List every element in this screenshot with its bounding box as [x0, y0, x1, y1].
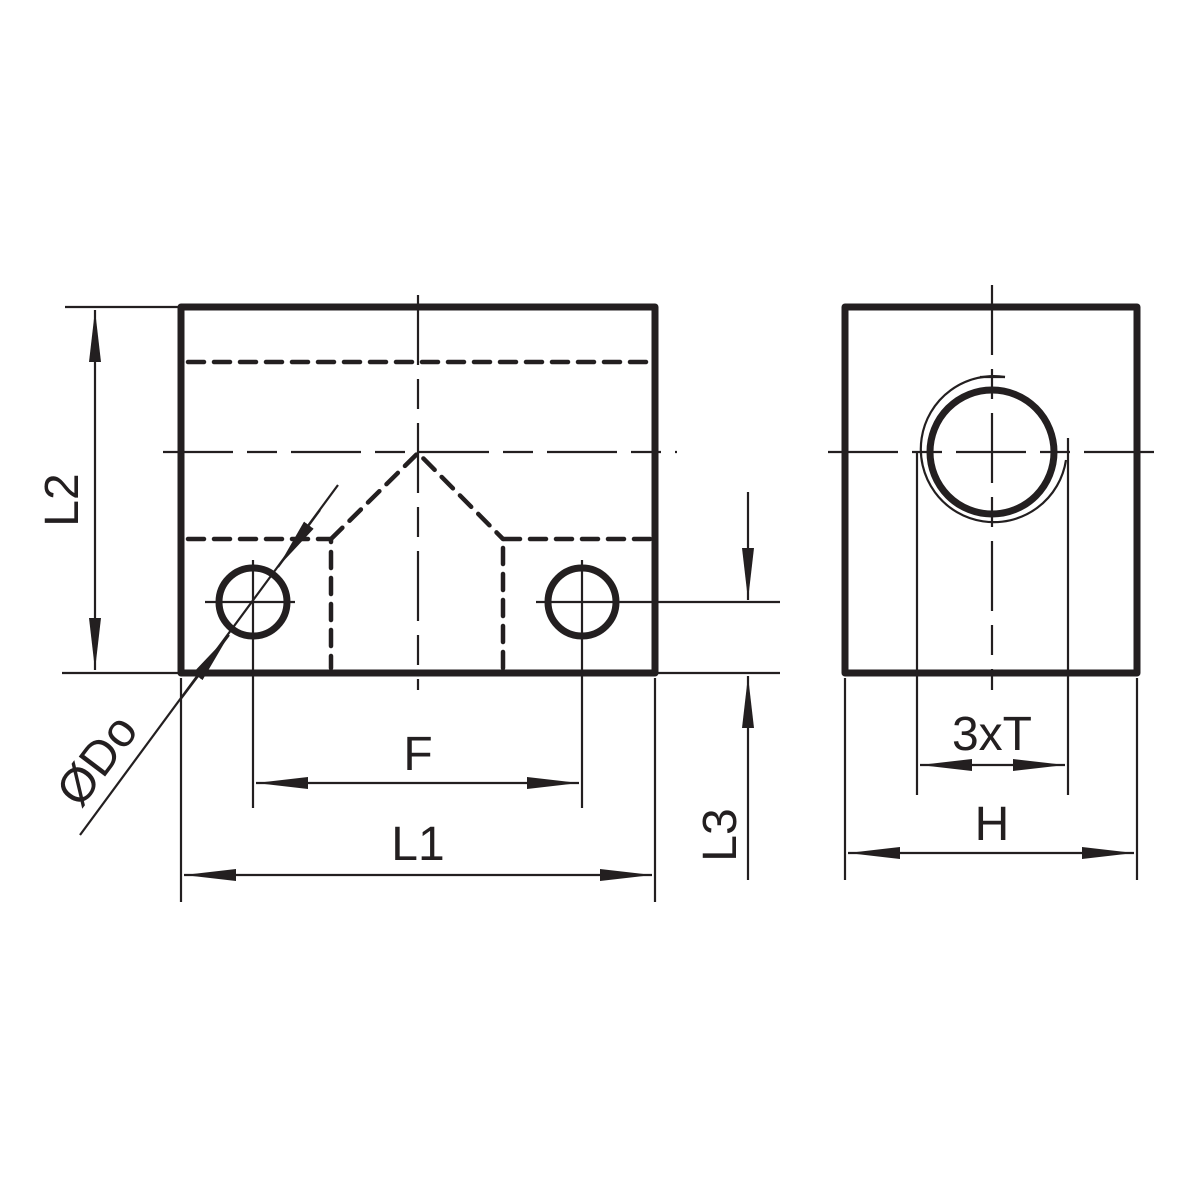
label-L3: L3 [694, 808, 747, 861]
dimension-H: H [843, 678, 1139, 880]
dimension-F: F [256, 728, 579, 789]
label-F: F [403, 728, 432, 781]
hidden-line-drill-tip [328, 449, 506, 542]
dimension-L3: L3 [655, 492, 780, 880]
label-L2: L2 [36, 473, 89, 526]
label-H: H [975, 798, 1010, 851]
hidden-line-right-pocket [500, 536, 653, 671]
label-3xT: 3xT [952, 708, 1032, 761]
label-Do: ØDo [47, 705, 149, 816]
thread-circle [919, 375, 1068, 524]
dimension-L1: L1 [179, 678, 657, 902]
front-view [163, 295, 780, 808]
side-view-outline [841, 303, 1141, 677]
side-view [828, 285, 1157, 690]
label-L1: L1 [391, 818, 444, 871]
leader-arrow [277, 509, 321, 568]
dimension-3xT: 3xT [915, 438, 1070, 795]
hidden-line-left-pocket [185, 536, 334, 671]
leader-arrow [179, 634, 230, 701]
dimension-L2: L2 [36, 305, 178, 675]
bore-hole [926, 386, 1058, 518]
